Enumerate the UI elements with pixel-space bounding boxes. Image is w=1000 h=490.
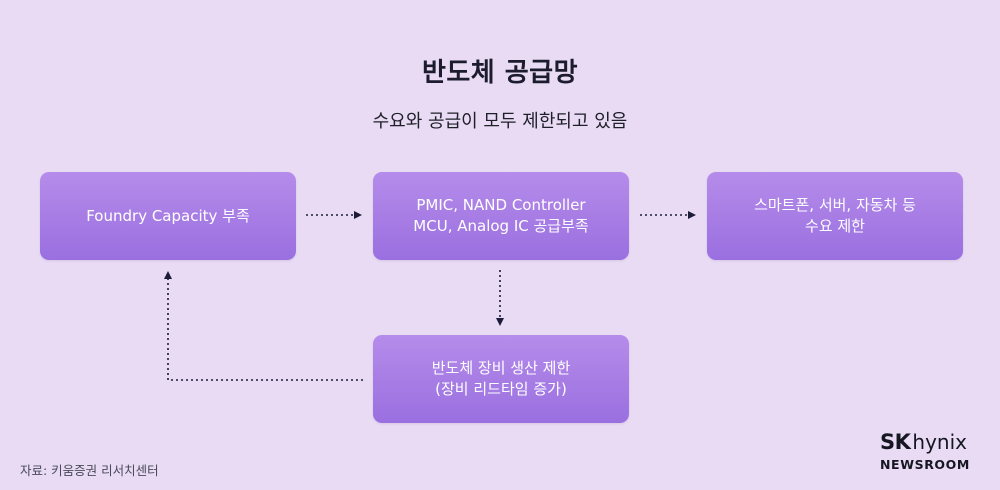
logo-newsroom: NEWSROOM <box>880 457 970 472</box>
logo-hynix: hynix <box>912 430 967 454</box>
logo-sk: SK <box>880 430 911 454</box>
node-foundry-capacity: Foundry Capacity 부족 <box>40 172 296 260</box>
node-foundry-capacity-label: Foundry Capacity 부족 <box>86 206 250 225</box>
node-equipment-limit-label: 반도체 장비 생산 제한 (장비 리드타임 증가) <box>431 359 571 398</box>
node-component-shortage: PMIC, NAND Controller MCU, Analog IC 공급부… <box>373 172 629 260</box>
node-component-shortage-label: PMIC, NAND Controller MCU, Analog IC 공급부… <box>413 196 589 235</box>
diagram-title: 반도체 공급망 <box>421 58 579 88</box>
node-demand-limit: 스마트폰, 서버, 자동차 등 수요 제한 <box>707 172 963 260</box>
arrow-equipment-to-foundry <box>164 271 363 381</box>
node-demand-limit-label: 스마트폰, 서버, 자동차 등 수요 제한 <box>754 196 916 235</box>
diagram-subtitle: 수요와 공급이 모두 제한되고 있음 <box>372 111 628 132</box>
source-note: 자료: 키움증권 리서치센터 <box>20 463 159 478</box>
node-equipment-limit: 반도체 장비 생산 제한 (장비 리드타임 증가) <box>373 335 629 423</box>
